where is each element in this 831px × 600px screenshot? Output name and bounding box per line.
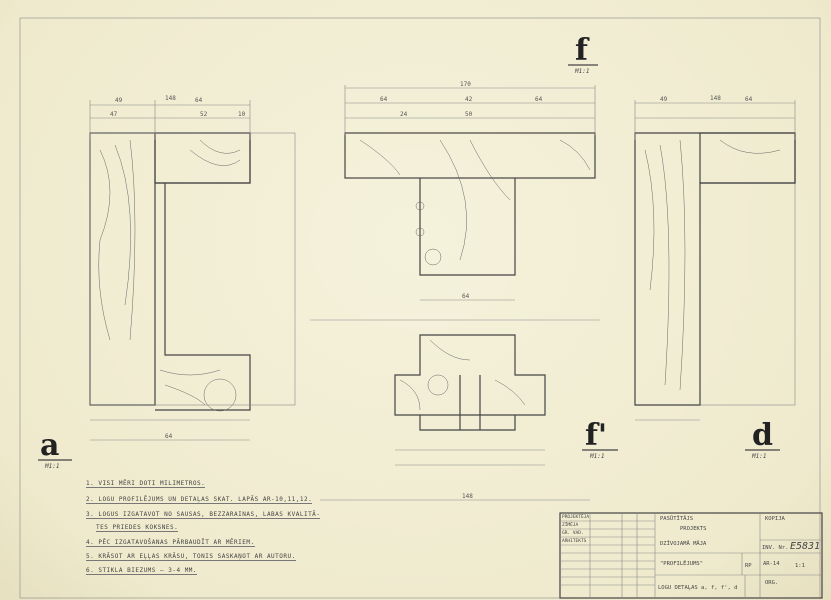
section-scale-f: M1:1 [574,68,589,75]
dim-right-b: 64 [745,96,753,103]
tb-role-4: ARHITEKTS [562,539,587,544]
section-scale-a: M1:1 [44,463,59,470]
note-4: 4. PĒC IZGATAVOŠANAS PĀRBAUDĪT AR MĒRIEM… [86,539,255,547]
dim-mid-a: 64 [380,96,388,103]
tb-sheet: AR-14 [763,561,780,567]
tb-role-2: ZĪMĒJA [562,523,579,528]
dim-mid-total: 170 [460,81,471,88]
note-5: 5. KRĀSOT AR EĻĻAS KRĀSU, TONIS SASKAŅOT… [86,553,296,561]
section-a-drawing: 148 49 64 47 52 10 64 [89,95,296,441]
tb-stage: RP [745,563,752,569]
tb-org: ORG. [765,580,779,586]
tb-object: DZĪVOJAMĀ MĀJA [660,541,707,547]
section-f-prime-drawing: 148 [320,334,590,501]
dim-left-bottom: 64 [165,433,173,440]
dim-left-total: 148 [165,95,176,102]
dim-left-a: 49 [115,97,123,104]
tb-archive-no: E5831 [790,541,821,552]
note-3-cont: TES PRIEDES KOKSNES. [96,524,179,532]
tb-copy: KOPIJA [765,516,785,522]
dim-left-c: 47 [110,111,118,118]
dim-mid-e: 24 [400,111,408,118]
section-scale-d: M1:1 [751,453,766,460]
dim-right-total: 148 [710,95,721,102]
dim-mid-c: 64 [535,96,543,103]
dim-mid-bottom: 64 [462,293,470,300]
title-block-frame [559,512,823,599]
dim-left-b: 64 [195,97,203,104]
section-scale-f-prime: M1:1 [589,453,604,460]
tb-project: PASŪTĪTĀJS [660,516,694,522]
tb-archive-label: INV. Nr. [762,545,789,551]
section-f-drawing: 170 64 42 64 50 24 64 [310,81,600,321]
note-6: 6. STIKLA BIEZUMS — 3-4 MM. [86,567,198,575]
tb-project-sub: PROJEKTS [680,526,707,532]
dim-right-a: 49 [660,96,668,103]
note-2: 2. LOGU PROFILĒJUMS UN DETAĻAS SKAT. LAP… [86,496,313,504]
tb-role-3: GR. VAD. [562,531,584,536]
tb-role-1: PROJEKTĒJA [562,515,590,520]
section-label-f-prime: f' [585,418,607,453]
sheet-border [19,17,821,599]
tb-scale: 1:1 [795,563,805,569]
dim-left-d: 52 [200,111,208,118]
tb-drawing: "PROFILĒJUMS" [660,561,704,567]
section-label-f: f [575,33,590,68]
section-label-a: a [40,428,59,463]
dim-bottom-total: 148 [462,493,473,500]
dim-mid-d: 50 [465,111,473,118]
tb-drawing-sub: LOGU DETAĻAS a, f, f', d [658,585,738,591]
dim-mid-b: 42 [465,96,473,103]
note-1: 1. VISI MĒRI DOTI MILIMETROS. [86,480,206,488]
note-3: 3. LOGUS IZGATAVOT NO SAUSAS, BEZZARAINA… [86,511,321,519]
dim-left-e: 10 [238,111,246,118]
section-d-drawing: 148 49 64 [634,95,796,421]
section-label-d: d [752,418,773,453]
